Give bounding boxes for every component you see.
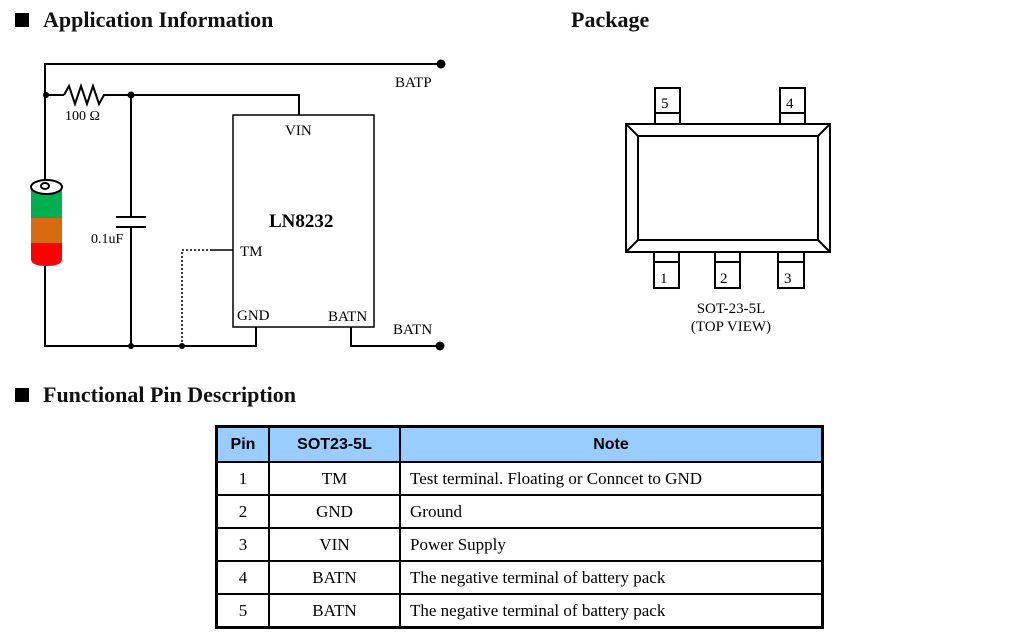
package-heading: Package [571,7,650,32]
column-header-pin: Pin [215,425,270,463]
pin-name-cell: VIN [268,527,401,562]
junction-dot [127,91,135,99]
heading-bullet [15,13,29,27]
heading-bullet [15,388,29,402]
tm-dotted-wire [181,249,212,346]
table-row: 2 GND Ground [215,494,824,529]
package-body-outer [625,123,831,253]
package-caption-view: (TOP VIEW) [691,319,771,335]
pin-name-cell: TM [268,461,401,496]
pin-1 [653,251,680,289]
pin-4 [779,87,806,125]
batn-wire [350,327,440,347]
pin-number-2: 2 [720,271,728,287]
tm-pin-label: TM [240,244,263,260]
batp-wire [44,63,441,195]
junction-dot [128,343,134,349]
pin-description-heading: Functional Pin Description [43,382,297,407]
note-cell: Power Supply [399,527,824,562]
chip-name: LN8232 [269,211,333,232]
pin-3 [777,251,805,289]
batn-pin-label: BATN [328,309,367,325]
vin-pin-label: VIN [285,123,312,139]
pin-number-5: 5 [661,96,669,112]
note-cell: Ground [399,494,824,529]
batp-terminal-dot [436,59,446,69]
pin-description-table: Pin SOT23-5L Note 1 TM Test terminal. Fl… [215,425,824,629]
batn-terminal-dot [435,341,445,351]
column-header-note: Note [399,425,824,463]
batn-terminal-label: BATN [393,322,432,338]
gnd-wire [44,265,257,347]
junction-dot [179,343,185,349]
pin-cell: 2 [215,494,270,529]
pin-5 [654,87,681,125]
table-header-row: Pin SOT23-5L Note [215,425,824,463]
note-cell: Test terminal. Floating or Conncet to GN… [399,461,824,496]
battery-icon [30,179,63,266]
column-header-package: SOT23-5L [268,425,401,463]
note-cell: The negative terminal of battery pack [399,560,824,595]
package-body-inner [637,135,819,241]
table-row: 3 VIN Power Supply [215,527,824,562]
pin-cell: 5 [215,593,270,629]
resistor-symbol [63,82,108,108]
pin-number-3: 3 [784,271,792,287]
chip-body [232,114,375,328]
pin-name-cell: BATN [268,560,401,595]
pin-cell: 1 [215,461,270,496]
junction-dot [43,92,49,98]
note-cell: The negative terminal of battery pack [399,593,824,629]
table-row: 4 BATN The negative terminal of battery … [215,560,824,595]
pin-number-4: 4 [786,96,794,112]
application-circuit-diagram: BATP 100 Ω 0.1uF VIN LN8232 TM GND BATN … [30,59,446,351]
table-row: 5 BATN The negative terminal of battery … [215,593,824,629]
batp-label: BATP [395,75,432,91]
pin-number-1: 1 [660,271,668,287]
pin-cell: 3 [215,527,270,562]
pin-2 [714,251,741,289]
application-info-heading: Application Information [43,7,274,32]
pin-name-cell: BATN [268,593,401,629]
gnd-pin-label: GND [237,308,270,324]
vin-wire [108,94,300,115]
resistor-label: 100 Ω [65,109,100,124]
package-caption-name: SOT-23-5L [697,301,766,317]
table-row: 1 TM Test terminal. Floating or Conncet … [215,461,824,496]
pin-cell: 4 [215,560,270,595]
capacitor-label: 0.1uF [91,232,124,247]
pin-name-cell: GND [268,494,401,529]
